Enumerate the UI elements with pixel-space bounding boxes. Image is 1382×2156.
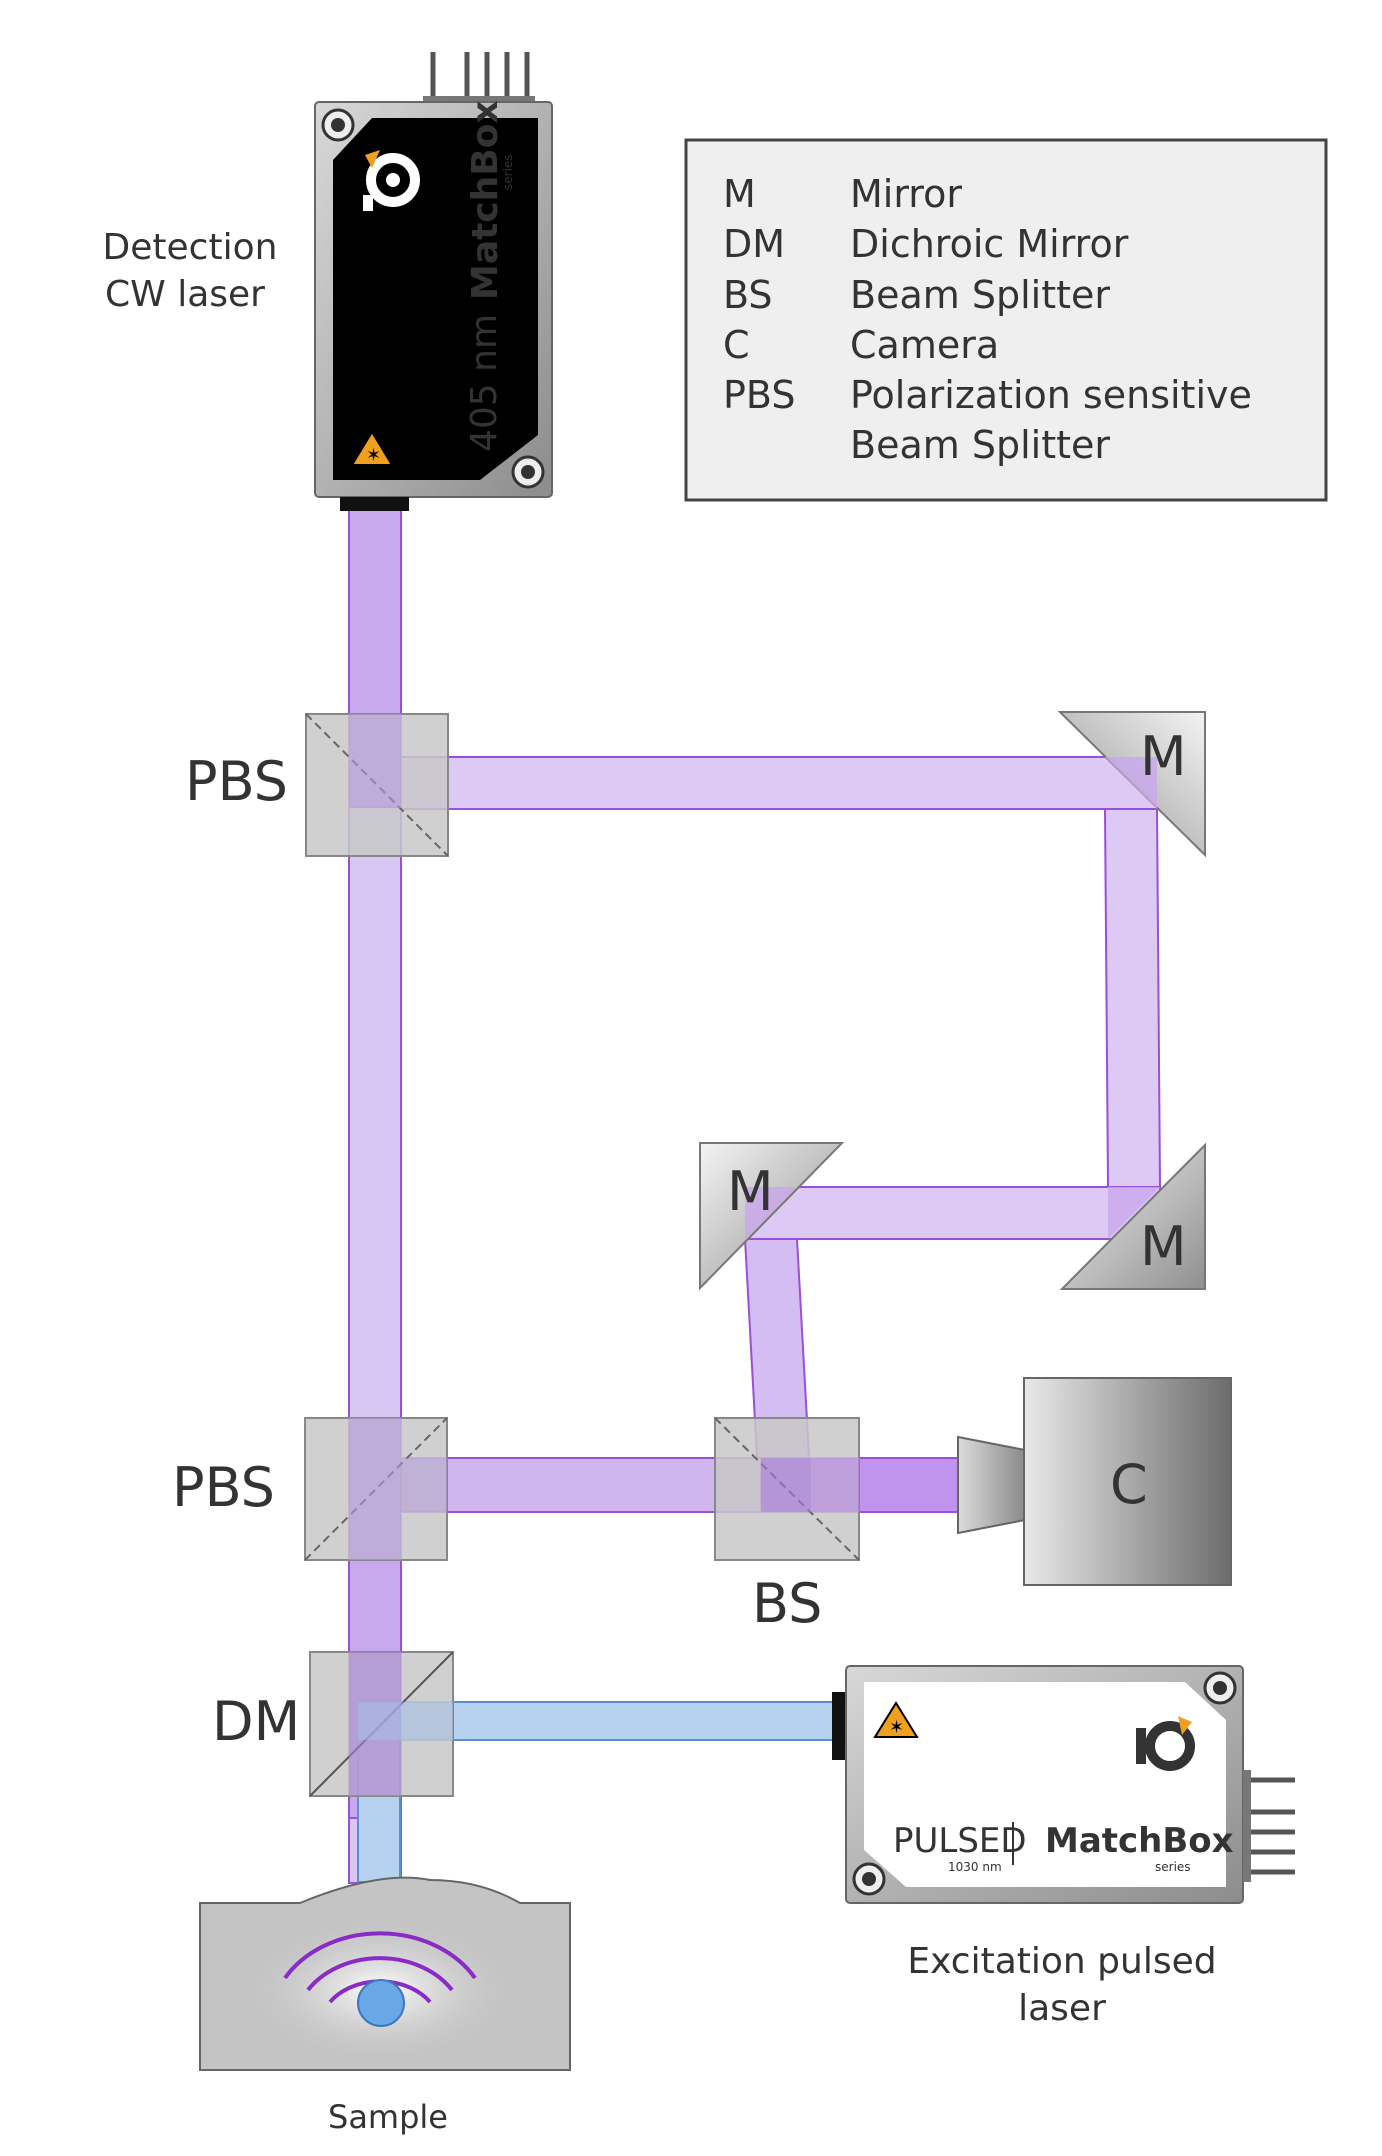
dm-label: DM [212,1690,300,1753]
excitation-laser: ✶ PULSED MatchBox 1030 nm series Excitat… [832,1665,1295,2029]
camera-lens [957,1435,1026,1535]
detection-brand: MatchBox [465,100,506,300]
excitation-label-1: Excitation pulsed [907,1941,1216,1982]
mirror-mid-left-label: M [727,1160,774,1223]
camera-label: C [1110,1453,1148,1516]
detection-brand-sub: series [501,154,515,190]
sample-particle [357,1979,405,2027]
pbs-top-label: PBS [185,750,288,813]
legend-desc-2: Beam Splitter [850,273,1110,317]
excitation-brand-sub: series [1155,1860,1191,1874]
mirror-top-right: M [1057,711,1206,858]
legend-desc-0: Mirror [850,172,962,216]
beam-top-horizontal [400,756,1160,810]
mirror-top-right-label: M [1140,725,1187,788]
legend-abbr-4: PBS [723,373,795,417]
sample: Sample [199,1876,571,2136]
excitation-pins [1243,1777,1295,1875]
legend-abbr-2: BS [723,273,773,317]
dichroic-mirror: DM [212,1651,454,1797]
mirror-mid-right-label: M [1140,1215,1187,1278]
laser-pins [430,52,530,100]
laser-aperture [340,497,409,511]
bs-label: BS [752,1572,822,1635]
legend-abbr-0: M [723,172,756,216]
warning-icon: ✶ [873,1701,919,1738]
detection-laser: MatchBox series 405 nm ✶ Detection CW la… [103,52,553,511]
beam-pbs-to-bs [400,1457,762,1513]
io-logo-icon [363,150,420,211]
detection-label-2: CW laser [105,274,265,315]
beam-right-vertical [1103,808,1162,1188]
legend-box: M Mirror DM Dichroic Mirror BS Beam Spli… [684,138,1328,502]
camera-body [1023,1377,1232,1586]
pbs-bottom: PBS [172,1417,448,1561]
beam-excitation-horizontal [399,1701,836,1741]
excitation-aperture [832,1692,846,1760]
excitation-brand: MatchBox [1045,1821,1234,1861]
svg-text:✶: ✶ [366,445,381,466]
io-logo-icon [1136,1716,1195,1771]
detection-label-1: Detection [103,227,278,268]
camera: C [957,1377,1232,1586]
legend-desc-4: Polarization sensitive [850,373,1252,417]
legend-abbr-1: DM [723,222,785,266]
excitation-label-2: laser [1018,1988,1106,2029]
pbs-bottom-label: PBS [172,1456,275,1519]
excitation-wavelength: 1030 nm [948,1860,1002,1874]
laser-face [333,118,538,480]
svg-text:✶: ✶ [889,1717,904,1738]
beam-splitter: BS [714,1417,860,1635]
sample-label: Sample [328,2098,448,2136]
mirror-mid-right: M [1059,1142,1206,1290]
legend-desc-3: Camera [850,323,999,367]
beam-mid-horizontal [744,1186,1161,1240]
excitation-mode: PULSED [893,1821,1027,1861]
legend-desc-5: Beam Splitter [850,423,1110,467]
legend-abbr-3: C [723,323,750,367]
warning-icon: ✶ [350,430,394,466]
detection-wavelength: 405 nm [464,314,505,452]
pbs-top: PBS [185,713,449,857]
mirror-mid-left: M [699,1142,845,1291]
excitation-face [864,1682,1226,1887]
legend-desc-1: Dichroic Mirror [850,222,1129,266]
